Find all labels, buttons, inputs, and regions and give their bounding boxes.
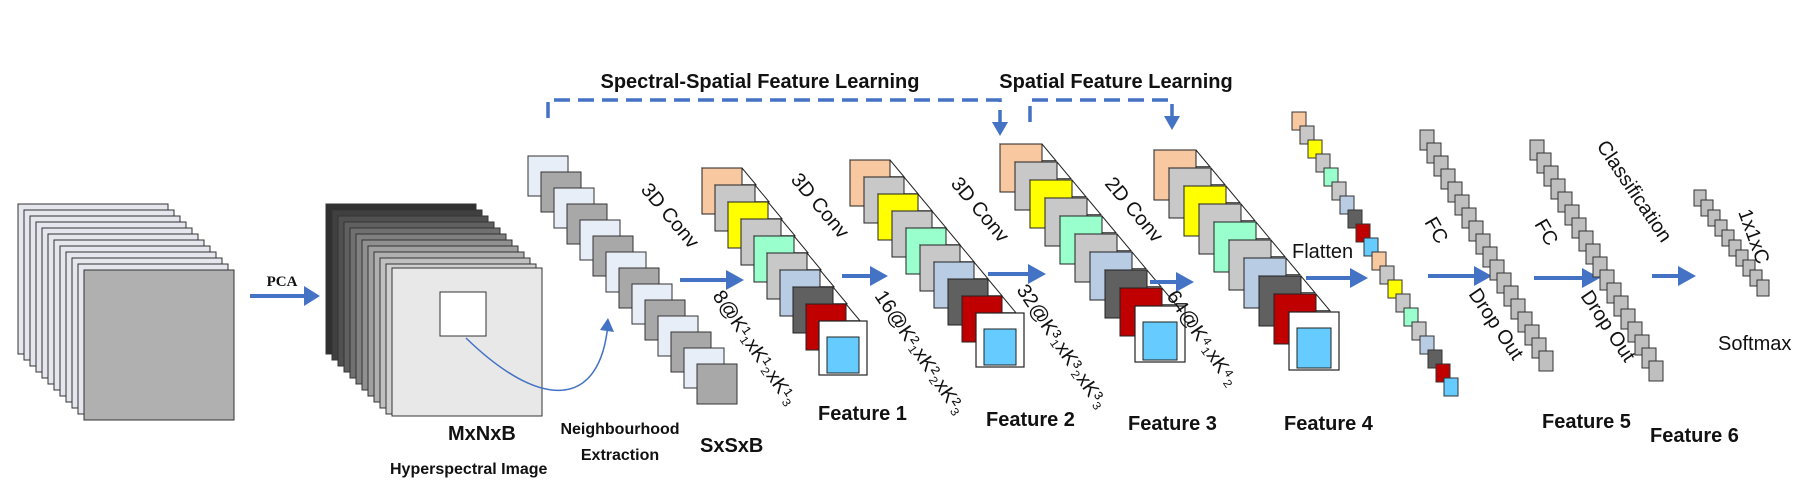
conv-arrow-1 — [680, 270, 744, 290]
arrowhead-icon — [1164, 116, 1180, 130]
feature-6-label: Feature 6 — [1650, 425, 1739, 447]
block-front-cyan — [983, 328, 1017, 366]
block-front-cyan — [1142, 321, 1178, 361]
classification-arrow — [1652, 266, 1696, 286]
patch-square — [439, 291, 487, 337]
fc-label-1: FC — [1420, 214, 1452, 248]
fc-vector-2 — [1529, 139, 1664, 382]
feature-4-label: Feature 4 — [1284, 413, 1374, 435]
arrowhead-icon — [1582, 268, 1600, 288]
fc-arrow-2 — [1534, 268, 1600, 288]
fc-vector-1 — [1419, 129, 1554, 372]
hyperspectral-stack — [325, 203, 543, 417]
feature-2-label: Feature 2 — [986, 409, 1075, 431]
neighbourhood-curve — [465, 323, 609, 391]
arrowhead-icon — [870, 266, 888, 286]
hyperspectral-sheet-front — [391, 267, 543, 417]
feature-block-2 — [848, 159, 1025, 368]
fc-arrow-1 — [1428, 266, 1492, 286]
classification-label: Classification — [1592, 136, 1676, 246]
conv3d-label-1: 3D Conv — [636, 179, 703, 253]
patch-slice — [696, 363, 738, 405]
block-front-cyan — [1296, 327, 1332, 369]
sxsxb-label: SxSxB — [700, 435, 763, 457]
input-sheet — [83, 269, 235, 421]
pca-label: PCA — [267, 274, 298, 290]
arrowhead-icon — [600, 318, 614, 332]
hyperspectral-label: Hyperspectral Image — [390, 461, 548, 478]
patch-stack — [527, 155, 738, 405]
flatten-label: Flatten — [1292, 241, 1353, 263]
arrowhead-icon — [304, 286, 320, 306]
arrowhead-icon — [1678, 266, 1696, 286]
softmax-label: Softmax — [1718, 333, 1791, 355]
flatten-cell — [1443, 377, 1459, 397]
vector-cell — [1756, 279, 1770, 297]
arrowhead-icon — [1350, 268, 1368, 288]
arrowhead-icon — [992, 122, 1008, 136]
output-vector — [1693, 189, 1770, 297]
conv-arrow-3 — [988, 264, 1046, 284]
input-image-stack — [17, 203, 235, 421]
feature-block-4 — [1152, 149, 1340, 371]
spatial-bracket: Spatial Feature Learning — [999, 71, 1233, 130]
block-front-cyan — [826, 336, 860, 374]
feature-1-label: Feature 1 — [818, 403, 907, 425]
neighbourhood-label-2: Extraction — [581, 447, 659, 464]
conv3d-label-2: 3D Conv — [786, 169, 853, 243]
fc-label-2: FC — [1530, 216, 1562, 250]
spectral-spatial-label: Spectral-Spatial Feature Learning — [601, 71, 920, 93]
spatial-label: Spatial Feature Learning — [999, 71, 1232, 93]
arrowhead-icon — [1176, 272, 1194, 292]
feature-block-3 — [998, 143, 1186, 363]
arrowhead-icon — [1028, 264, 1046, 284]
flatten-arrow — [1306, 268, 1368, 288]
pca-arrow: PCA — [250, 274, 320, 306]
mxnxb-label: MxNxB — [448, 423, 516, 445]
conv-arrow-4 — [1150, 272, 1194, 292]
neighbourhood-label-1: Neighbourhood — [560, 421, 679, 438]
feature-block-1 — [700, 167, 868, 376]
arrowhead-icon — [726, 270, 744, 290]
feature-3-label: Feature 3 — [1128, 413, 1217, 435]
vector-cell — [1538, 350, 1554, 372]
feature-5-label: Feature 5 — [1542, 411, 1631, 433]
spectral-spatial-bracket: Spectral-Spatial Feature Learning — [546, 71, 1008, 136]
flatten-vector — [1291, 111, 1459, 397]
vector-cell — [1648, 360, 1664, 382]
arrowhead-icon — [1474, 266, 1492, 286]
conv-arrow-2 — [842, 266, 888, 286]
